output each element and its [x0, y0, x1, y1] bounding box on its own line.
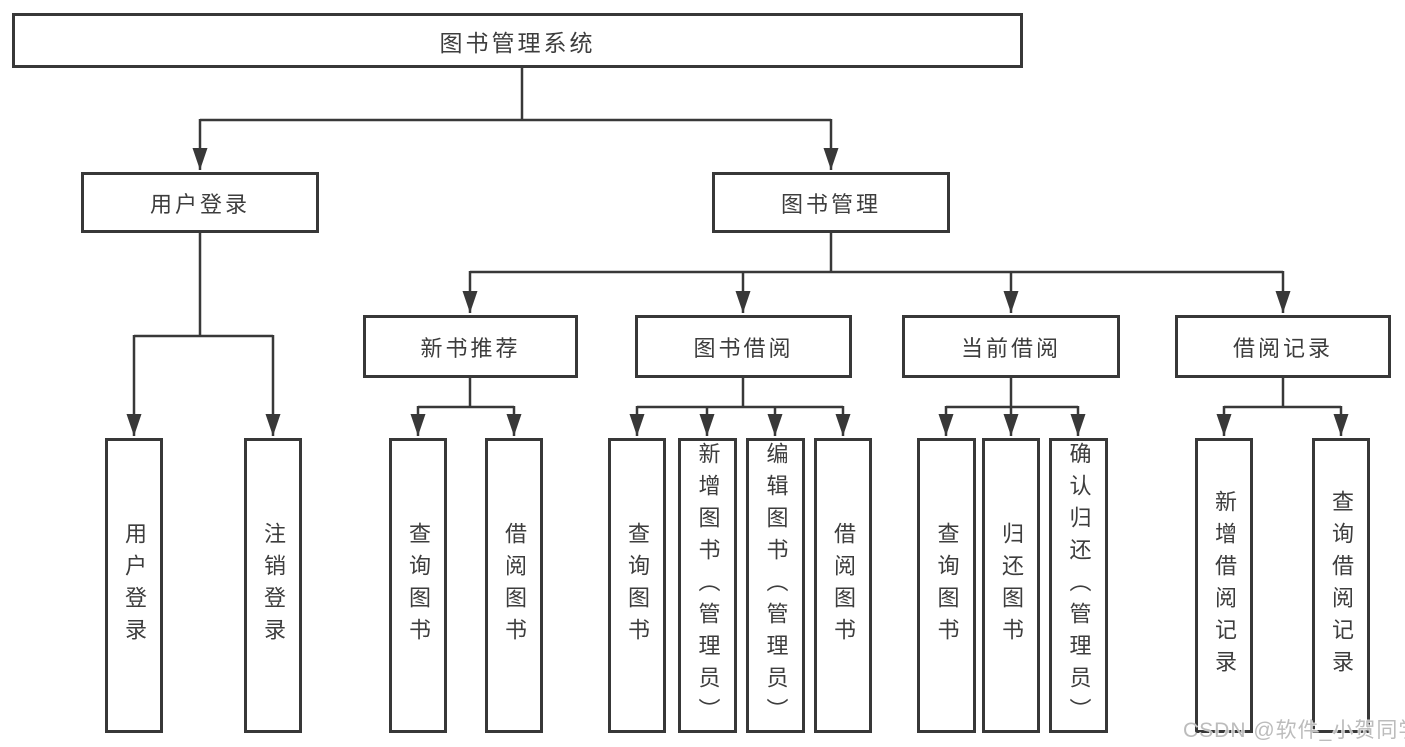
leaf-borrowing-borrow-books: 借阅图书	[814, 438, 872, 733]
leaf-recommend-borrow-books: 借阅图书	[485, 438, 543, 733]
leaf-current-query-books: 查询图书	[917, 438, 976, 733]
leaf-borrowing-edit-books-admin: 编辑图书（管理员）	[746, 438, 805, 733]
node-current-borrowing: 当前借阅	[902, 315, 1120, 378]
node-new-book-recommend: 新书推荐	[363, 315, 578, 378]
node-user-login: 用户登录	[81, 172, 319, 233]
leaf-user-login: 用户登录	[105, 438, 163, 733]
leaf-current-confirm-return-admin: 确认归还（管理员）	[1049, 438, 1108, 733]
node-borrowing-records: 借阅记录	[1175, 315, 1391, 378]
node-library-management-system: 图书管理系统	[12, 13, 1023, 68]
leaf-borrowing-add-books-admin: 新增图书（管理员）	[678, 438, 737, 733]
leaf-current-return-books: 归还图书	[982, 438, 1040, 733]
leaf-borrowing-query-books: 查询图书	[608, 438, 666, 733]
leaf-recommend-query-books: 查询图书	[389, 438, 447, 733]
node-book-management: 图书管理	[712, 172, 950, 233]
leaf-records-query-record: 查询借阅记录	[1312, 438, 1370, 733]
leaf-logout: 注销登录	[244, 438, 302, 733]
leaf-records-add-record: 新增借阅记录	[1195, 438, 1253, 733]
csdn-watermark: CSDN @软件_小贺同学	[1183, 719, 1405, 742]
node-book-borrowing: 图书借阅	[635, 315, 852, 378]
